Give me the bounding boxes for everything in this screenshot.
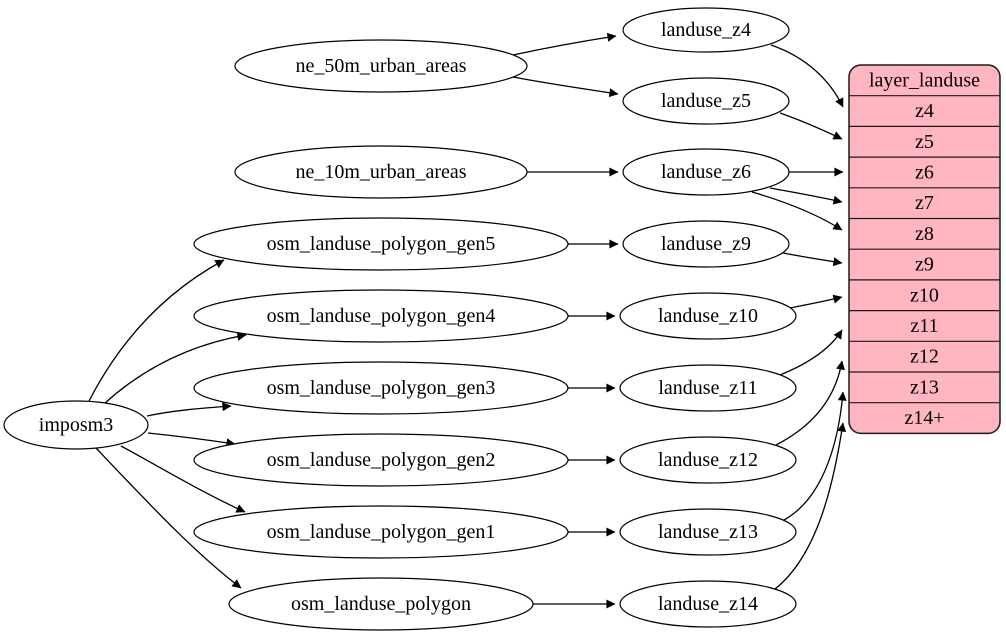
node-landuse_z9: landuse_z9 xyxy=(622,220,790,268)
node-osm_landuse_polygon_gen1: osm_landuse_polygon_gen1 xyxy=(193,505,569,559)
table-row-z10: z10 xyxy=(910,284,939,306)
node-label-osm_landuse_polygon: osm_landuse_polygon xyxy=(291,593,471,615)
edge-imposm3-to-osm_landuse_polygon_gen1 xyxy=(120,445,246,513)
table-layer: layer_landuse z4 z5 z6 z7 z8 z9 z10 z11 z12 z13 z14… xyxy=(848,64,1001,435)
edge-landuse_z5-to-layer_landuse.z5 xyxy=(779,112,843,140)
edge-imposm3-to-osm_landuse_polygon_gen4 xyxy=(103,332,247,405)
node-osm_landuse_polygon_gen3: osm_landuse_polygon_gen3 xyxy=(193,361,569,415)
table-row-z13: z13 xyxy=(910,376,939,398)
node-label-osm_landuse_polygon_gen5: osm_landuse_polygon_gen5 xyxy=(267,233,496,255)
node-ellipse-landuse_z10 xyxy=(619,292,797,340)
edge-landuse_z14-to-layer_landuse.z14+ xyxy=(774,422,847,590)
edge-ne_50m_urban_areas-to-landuse_z5 xyxy=(512,76,619,98)
node-label-ne_50m_urban_areas: ne_50m_urban_areas xyxy=(295,55,466,77)
edge-landuse_z6-to-layer_landuse.z7 xyxy=(769,187,843,205)
node-label-ne_10m_urban_areas: ne_10m_urban_areas xyxy=(295,161,466,183)
node-landuse_z4: landuse_z4 xyxy=(622,7,790,53)
node-ellipse-osm_landuse_polygon_gen1 xyxy=(193,505,569,559)
node-landuse_z13: landuse_z13 xyxy=(619,508,797,556)
edge-ne_50m_urban_areas-to-landuse_z4 xyxy=(512,32,617,56)
node-imposm3: imposm3 xyxy=(3,400,149,450)
node-osm_landuse_polygon: osm_landuse_polygon xyxy=(228,577,534,631)
node-ellipse-osm_landuse_polygon_gen4 xyxy=(193,289,569,343)
edge-landuse_z12-to-layer_landuse.z12 xyxy=(775,360,845,446)
node-osm_landuse_polygon_gen4: osm_landuse_polygon_gen4 xyxy=(193,289,569,343)
node-label-osm_landuse_polygon_gen4: osm_landuse_polygon_gen4 xyxy=(267,305,496,327)
table-row-z14+: z14+ xyxy=(904,407,944,429)
node-label-landuse_z13: landuse_z13 xyxy=(658,521,758,543)
node-ellipse-ne_10m_urban_areas xyxy=(234,145,528,199)
node-ellipse-landuse_z12 xyxy=(619,436,797,484)
node-label-imposm3: imposm3 xyxy=(39,414,113,436)
node-label-osm_landuse_polygon_gen2: osm_landuse_polygon_gen2 xyxy=(267,449,496,471)
edge-landuse_z10-to-layer_landuse.z10 xyxy=(789,294,843,309)
node-osm_landuse_polygon_gen2: osm_landuse_polygon_gen2 xyxy=(193,433,569,487)
edge-landuse_z13-to-layer_landuse.z13 xyxy=(783,391,847,521)
edge-landuse_z9-to-layer_landuse.z9 xyxy=(782,252,843,267)
node-landuse_z14: landuse_z14 xyxy=(619,580,797,628)
edge-imposm3-to-osm_landuse_polygon_gen3 xyxy=(146,402,232,417)
node-ellipse-landuse_z14 xyxy=(619,580,797,628)
node-label-landuse_z12: landuse_z12 xyxy=(658,449,758,471)
node-ellipse-landuse_z13 xyxy=(619,508,797,556)
node-label-landuse_z9: landuse_z9 xyxy=(661,233,751,255)
node-ellipse-landuse_z11 xyxy=(619,364,797,412)
node-ellipse-osm_landuse_polygon xyxy=(228,577,534,631)
node-label-landuse_z11: landuse_z11 xyxy=(658,377,757,399)
node-label-landuse_z14: landuse_z14 xyxy=(658,593,758,615)
node-ellipse-landuse_z6 xyxy=(622,148,790,196)
edge-landuse_z11-to-layer_landuse.z11 xyxy=(779,329,843,376)
edge-imposm3-to-osm_landuse_polygon_gen5 xyxy=(87,259,225,404)
node-ellipse-ne_50m_urban_areas xyxy=(234,39,528,93)
table-row-z9: z9 xyxy=(915,254,934,276)
node-label-landuse_z6: landuse_z6 xyxy=(661,161,751,183)
table-header-label: layer_landuse xyxy=(869,69,980,91)
edge-landuse_z6-to-layer_landuse.z8 xyxy=(751,191,843,231)
node-ellipse-osm_landuse_polygon_gen2 xyxy=(193,433,569,487)
edge-imposm3-to-osm_landuse_polygon_gen2 xyxy=(147,432,236,448)
node-label-osm_landuse_polygon_gen1: osm_landuse_polygon_gen1 xyxy=(267,521,496,543)
node-ellipse-landuse_z9 xyxy=(622,220,790,268)
node-osm_landuse_polygon_gen5: osm_landuse_polygon_gen5 xyxy=(193,217,569,271)
node-ne_50m_urban_areas: ne_50m_urban_areas xyxy=(234,39,528,93)
table-row-z12: z12 xyxy=(910,346,939,368)
node-label-landuse_z10: landuse_z10 xyxy=(658,305,758,327)
node-ellipse-landuse_z5 xyxy=(622,77,790,125)
node-landuse_z12: landuse_z12 xyxy=(619,436,797,484)
table-layer_landuse: layer_landuse z4 z5 z6 z7 z8 z9 z10 z11 z12 z13 z14… xyxy=(848,64,1001,435)
node-ellipse-osm_landuse_polygon_gen5 xyxy=(193,217,569,271)
node-landuse_z10: landuse_z10 xyxy=(619,292,797,340)
node-ne_10m_urban_areas: ne_10m_urban_areas xyxy=(234,145,528,199)
table-row-z5: z5 xyxy=(915,131,934,153)
node-ellipse-landuse_z4 xyxy=(622,7,790,53)
edge-landuse_z4-to-layer_landuse.z4 xyxy=(770,44,844,108)
node-landuse_z5: landuse_z5 xyxy=(622,77,790,125)
node-landuse_z6: landuse_z6 xyxy=(622,148,790,196)
table-row-z7: z7 xyxy=(915,192,934,214)
node-ellipse-imposm3 xyxy=(3,400,149,450)
node-label-landuse_z5: landuse_z5 xyxy=(661,90,751,112)
table-row-z11: z11 xyxy=(910,315,938,337)
edge-imposm3-to-osm_landuse_polygon xyxy=(95,447,242,589)
table-row-z8: z8 xyxy=(915,223,934,245)
node-landuse_z11: landuse_z11 xyxy=(619,364,797,412)
table-row-z4: z4 xyxy=(915,100,934,122)
node-label-osm_landuse_polygon_gen3: osm_landuse_polygon_gen3 xyxy=(267,377,496,399)
node-label-landuse_z4: landuse_z4 xyxy=(661,19,751,41)
node-ellipse-osm_landuse_polygon_gen3 xyxy=(193,361,569,415)
nodes-layer: imposm3 ne_50m_urban_areas ne_10m_urban_ar… xyxy=(3,7,797,631)
table-row-z6: z6 xyxy=(915,161,934,183)
edges-layer xyxy=(87,32,847,609)
